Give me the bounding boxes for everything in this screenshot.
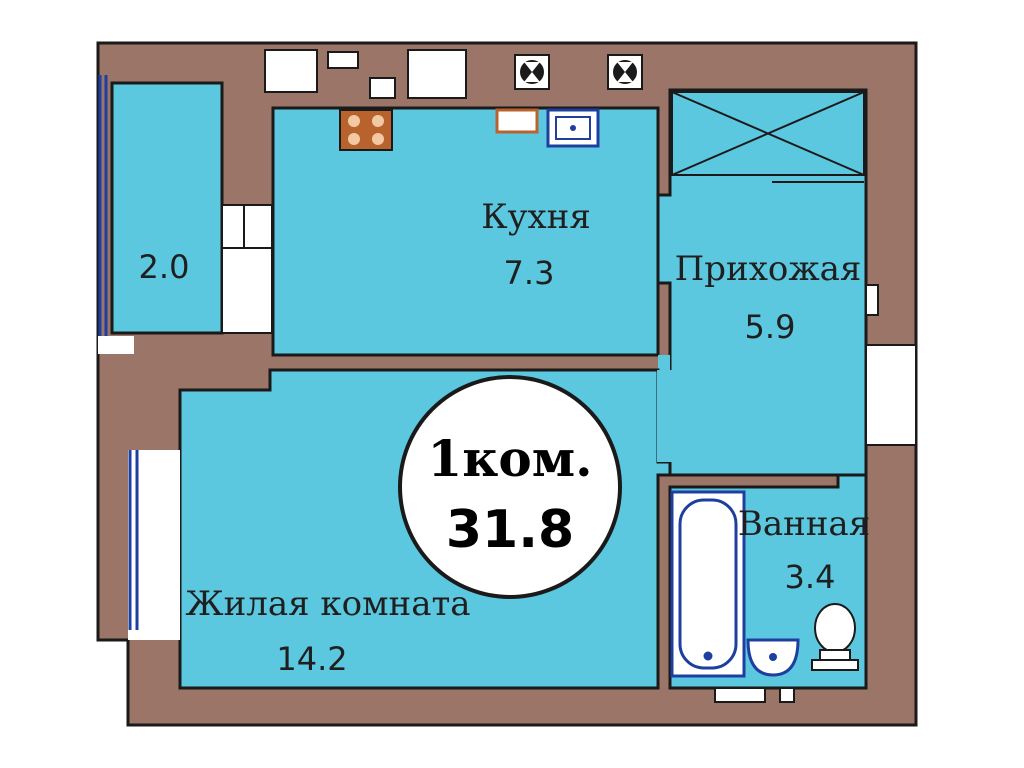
kitchen-name: Кухня bbox=[481, 197, 591, 237]
hall-side-window bbox=[865, 344, 917, 446]
stove-icon bbox=[339, 109, 393, 151]
living-window bbox=[128, 450, 180, 640]
washbasin-icon bbox=[746, 638, 800, 677]
hallway-name: Прихожая bbox=[675, 249, 862, 289]
badge-total-area: 31.8 bbox=[446, 500, 574, 560]
kitchen-area: 7.3 bbox=[504, 254, 555, 292]
closet-cross-icon bbox=[671, 91, 865, 183]
living-area: 14.2 bbox=[276, 640, 347, 678]
bathroom-area: 3.4 bbox=[785, 558, 836, 596]
kitchen-floor bbox=[271, 106, 672, 357]
hallway-floor bbox=[656, 88, 868, 490]
hallway-area: 5.9 bbox=[745, 308, 796, 346]
ventilation-fan-icon bbox=[514, 54, 643, 90]
top-wall-fixtures bbox=[264, 49, 467, 99]
kitchen-sink-icon bbox=[546, 108, 600, 148]
bathtub-icon bbox=[670, 490, 746, 678]
hall-side-vent bbox=[865, 284, 879, 316]
balcony-door bbox=[221, 204, 273, 334]
balcony-floor bbox=[110, 81, 224, 335]
bathroom-name: Ванная bbox=[738, 504, 870, 544]
kitchen-counter bbox=[495, 108, 539, 134]
toilet-icon bbox=[811, 603, 859, 671]
living-name: Жилая комната bbox=[185, 584, 470, 624]
living-hall-opening bbox=[657, 370, 672, 462]
balcony-gap bbox=[98, 336, 134, 354]
badge-rooms: 1ком. bbox=[427, 429, 592, 488]
balcony-area: 2.0 bbox=[139, 248, 190, 286]
apartment-badge: 1ком. 31.8 bbox=[398, 375, 622, 599]
bath-wall-fixtures bbox=[714, 687, 795, 703]
